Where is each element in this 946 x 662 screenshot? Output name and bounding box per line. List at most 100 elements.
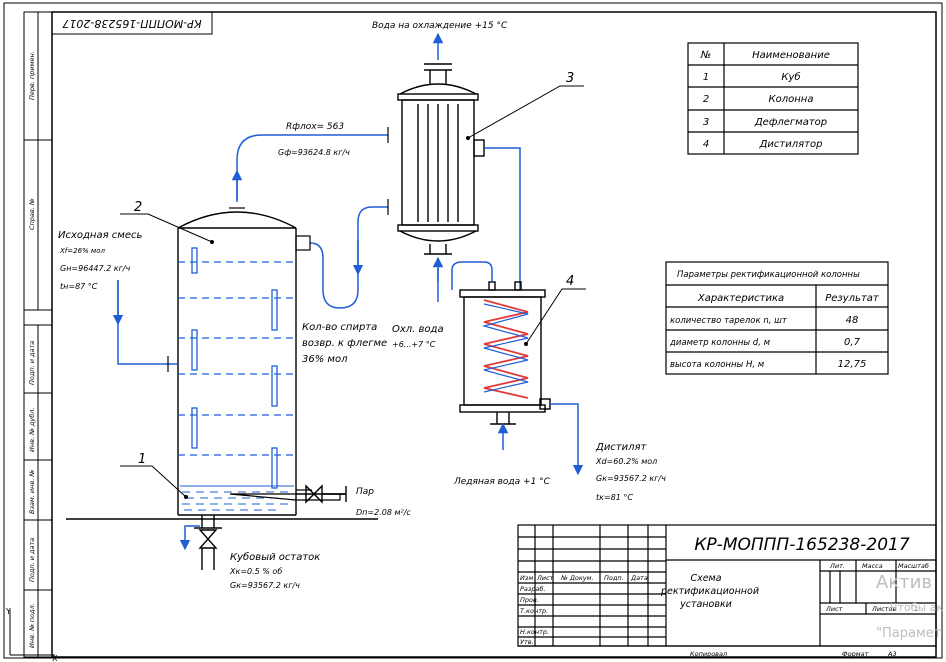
side-labels: Перв. примен. Справ. № Подп. и дата Инв.… [28, 51, 36, 648]
tb-copied: Копировал [690, 650, 727, 658]
callout-1: 1 [138, 452, 146, 467]
title-block-name-3: установки [679, 599, 732, 610]
side-label-inv-podl: Инв. № подл. [28, 603, 36, 648]
distillator-inlet [451, 261, 493, 290]
params-row-2-val: 0,7 [844, 337, 861, 348]
label-distillate-conc: Xd=60.2% мол [595, 457, 657, 466]
tb-lit: Лит. [829, 562, 845, 570]
legend-row-3-num: 3 [703, 117, 709, 128]
tb-col-podp: Подп. [604, 574, 624, 582]
side-label-podp-data-1: Подп. и дата [28, 341, 36, 385]
label-ice-water: Ледяная вода +1 °С [453, 477, 551, 487]
side-label-perv-primen: Перв. примен. [28, 51, 36, 100]
distillator-coil [483, 299, 529, 399]
params-header-char: Характеристика [697, 293, 784, 304]
rotated-stamp-code: КР-МОППП-165238-2017 [62, 17, 201, 30]
bottoms-outlet [194, 515, 222, 570]
params-header-result: Результат [825, 293, 880, 304]
tb-tkontr: Т.контр. [520, 607, 548, 615]
title-block-name-2: ректификационной [660, 586, 759, 597]
params-title: Параметры ректификационной колонны [677, 270, 860, 280]
binding-strip [23, 11, 53, 658]
params-row-3-name: высота колонны H, м [670, 360, 765, 370]
label-distillate-title: Дистилят [595, 442, 648, 453]
watermark-line-1: Актив [876, 572, 932, 593]
tb-nkontr: Н.контр. [520, 628, 549, 636]
distillator-coil-blue [481, 303, 529, 393]
column-trays [178, 261, 296, 456]
distillation-column [177, 211, 297, 516]
legend-row-3-name: Дефлегматор [754, 117, 827, 128]
tb-list: Лист [825, 605, 843, 613]
tb-listov-val: 1 [914, 605, 918, 613]
watermark-line-3: "Парамет [876, 626, 942, 641]
kettle-liquid [180, 485, 294, 511]
steam-valve [296, 484, 347, 504]
tb-masshtab: Масштаб [898, 562, 929, 570]
tb-col-izm: Изм [520, 574, 533, 582]
condenser [397, 63, 485, 255]
callout-4: 4 [566, 274, 574, 289]
tb-format: Формат [842, 650, 869, 658]
svg-text:X: X [52, 654, 58, 662]
params-row-3-val: 12,75 [838, 359, 867, 370]
side-label-vzam-inv: Взам. инв. № [28, 470, 36, 514]
label-bottoms-conc: Xк=0.5 % об [229, 567, 282, 576]
tb-col-list: Лист [536, 574, 554, 582]
legend-row-4-name: Дистилятор [759, 139, 823, 150]
side-label-podp-data-2: Подп. и дата [28, 538, 36, 582]
label-alcohol-2: возвр. к флегме [302, 338, 387, 349]
callout-2: 2 [134, 200, 142, 215]
distillate-outlet [550, 403, 584, 476]
tb-massa: Масса [862, 562, 883, 570]
tb-listov: Листов [871, 605, 896, 613]
downcomers [191, 247, 278, 489]
legend-table: № Наименование 1 Куб 2 Колонна 3 Дефлегм… [687, 42, 859, 155]
params-row-1-val: 48 [846, 315, 859, 326]
process-labels: Вода на охлаждение +15 °С Rфлох= 563 Gф=… [58, 21, 666, 590]
legend-row-1-name: Куб [781, 71, 800, 83]
callout-markers [184, 136, 528, 499]
label-distillate-temp: tк=81 °С [596, 493, 633, 502]
callout-3: 3 [566, 71, 574, 86]
rotated-stamp: КР-МОППП-165238-2017 [51, 11, 213, 35]
legend-row-2-name: Колонна [769, 94, 814, 105]
tb-col-doc: № Докум. [560, 574, 594, 582]
vapor-pipe [236, 134, 388, 202]
tb-prov: Пров. [520, 596, 539, 604]
legend-row-1-num: 1 [703, 72, 709, 83]
label-steam-flow: Dп=2.08 м²/с [356, 508, 411, 517]
tb-utv: Утв. [520, 638, 534, 646]
label-cooling-water: Вода на охлаждение +15 °С [372, 21, 508, 31]
params-table: Параметры ректификационной колонны Харак… [665, 261, 889, 375]
label-bottoms-flow: Gк=93567.2 кг/ч [230, 581, 300, 590]
feed-pipe [117, 280, 178, 365]
callout-leaders [120, 85, 586, 498]
title-block-name-1: Схема [690, 573, 721, 584]
label-feed-title: Исходная смесь [58, 230, 142, 241]
watermark-line-2: Чтобы ак [890, 601, 943, 614]
legend-row-2-num: 2 [703, 94, 709, 105]
label-cool-water-temp: +6...+7 °С [392, 340, 436, 349]
title-block-code: КР-МОППП-165238-2017 [694, 535, 909, 555]
label-bottoms-title: Кубовый остаток [230, 551, 320, 563]
label-feed-temp: tн=87 °С [60, 282, 98, 291]
activation-watermark: Актив Чтобы ак "Парамет [876, 572, 943, 641]
legend-row-4-num: 4 [703, 139, 709, 150]
tb-razrab: Разраб. [520, 585, 546, 593]
legend-header-name: Наименование [752, 50, 830, 61]
label-feed-flow: Gн=96447.2 кг/ч [60, 264, 130, 273]
condenser-side-pipe [484, 147, 521, 290]
tb-format-val: А3 [887, 650, 897, 658]
params-row-2-name: диаметр колонны d, м [669, 338, 771, 348]
label-cool-water-title: Охл. вода [392, 324, 444, 335]
label-distillate-flow: Gк=93567.2 кг/ч [596, 474, 666, 483]
reflux-pipe [309, 206, 388, 309]
params-row-1-name: количество тарелок n, шт [670, 316, 788, 326]
label-reflux-flow: Rфлох= 563 [286, 122, 344, 132]
bottoms-pipe [179, 525, 200, 551]
ucs-axis-icon: Y X [5, 607, 58, 662]
tb-col-data: Дата [630, 574, 648, 582]
legend-header-num: № [700, 50, 711, 61]
